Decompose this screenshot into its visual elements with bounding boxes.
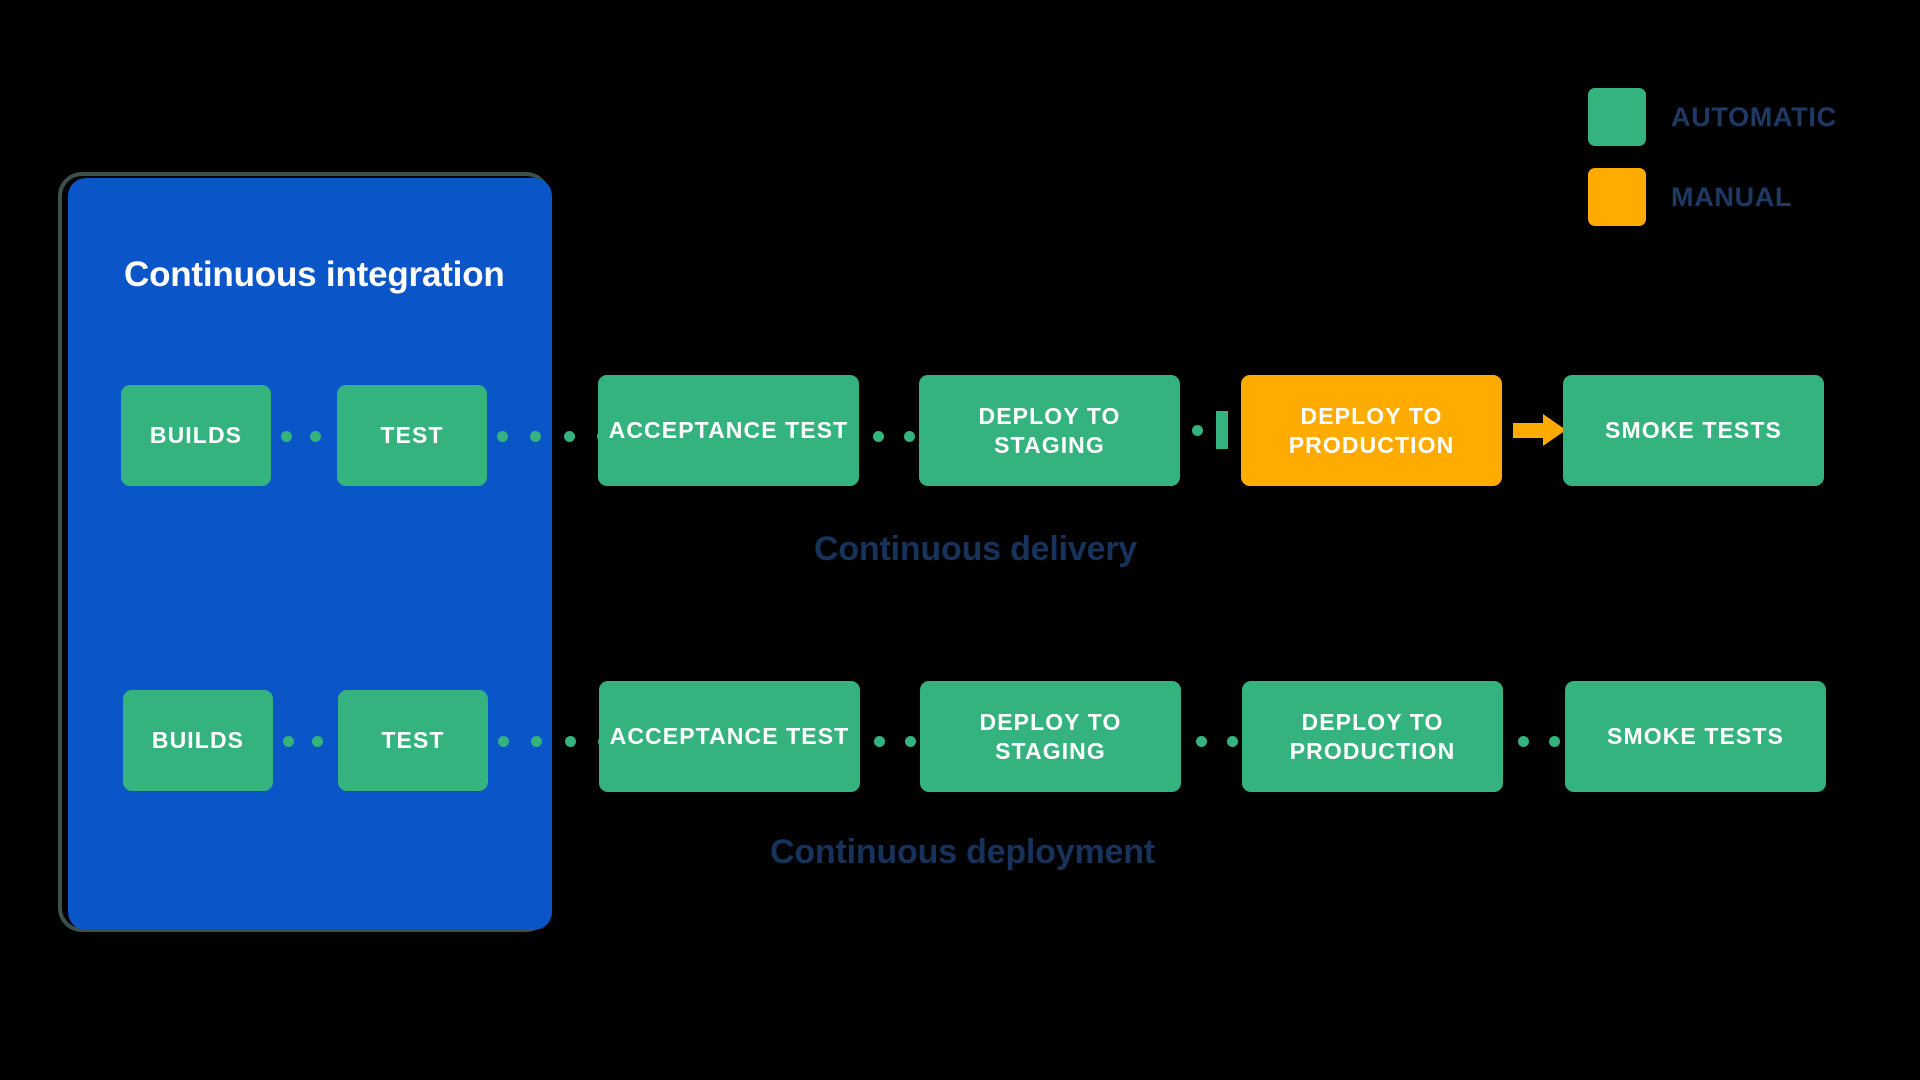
legend-label-automatic: AUTOMATIC	[1671, 101, 1837, 132]
legend-item-automatic: AUTOMATIC	[1588, 88, 1888, 146]
stage-deploy-to-production-deployment[interactable]: DEPLOY TO PRODUCTION	[1242, 681, 1503, 792]
caption-continuous-deployment: Continuous deployment	[770, 833, 1155, 871]
manual-gate-marker-delivery	[1192, 410, 1228, 450]
stage-acceptance-test-delivery[interactable]: ACCEPTANCE TEST	[598, 375, 859, 486]
square-swatch-icon-manual	[1588, 168, 1646, 226]
stage-builds-deployment[interactable]: BUILDS	[123, 690, 273, 791]
continuous-integration-panel	[68, 178, 552, 930]
dot-icon	[1226, 735, 1238, 747]
continuous-integration-title: Continuous integration	[124, 255, 505, 294]
stage-acceptance-test-deployment[interactable]: ACCEPTANCE TEST	[599, 681, 860, 792]
stage-deploy-to-staging-delivery[interactable]: DEPLOY TO STAGING	[919, 375, 1180, 486]
stage-smoke-tests-delivery[interactable]: SMOKE TESTS	[1563, 375, 1824, 486]
caption-continuous-delivery: Continuous delivery	[814, 530, 1138, 568]
dot-icon	[904, 735, 916, 747]
legend: AUTOMATIC MANUAL	[1588, 88, 1888, 248]
dot-icon	[1196, 735, 1207, 747]
dot-icon	[1548, 735, 1560, 747]
stage-builds-delivery[interactable]: BUILDS	[121, 385, 271, 486]
stage-deploy-to-production-delivery[interactable]: DEPLOY TO PRODUCTION	[1241, 375, 1502, 486]
dot-icon	[563, 430, 575, 442]
dot-icon	[1518, 735, 1529, 747]
dot-icon	[309, 430, 321, 442]
arrow-head	[1543, 414, 1566, 446]
legend-label-manual: MANUAL	[1671, 181, 1793, 212]
dot-icon	[874, 735, 885, 747]
stage-smoke-tests-deployment[interactable]: SMOKE TESTS	[1565, 681, 1826, 792]
arrow-right-icon-delivery	[1513, 410, 1566, 450]
dot-icon	[530, 430, 542, 442]
dot-icon	[564, 735, 576, 747]
dot-icon	[873, 430, 884, 442]
dot-icon	[531, 735, 543, 747]
gate-bar-icon	[1216, 411, 1228, 449]
stage-deploy-to-staging-deployment[interactable]: DEPLOY TO STAGING	[920, 681, 1181, 792]
dot-icon	[497, 430, 508, 442]
stage-test-delivery[interactable]: TEST	[337, 385, 487, 486]
dot-icon	[498, 735, 509, 747]
arrow-shaft	[1513, 422, 1543, 438]
dot-icon	[311, 735, 323, 747]
stage-test-deployment[interactable]: TEST	[338, 690, 488, 791]
dot-icon	[1192, 424, 1203, 436]
dot-icon	[903, 430, 915, 442]
dot-icon	[283, 735, 294, 747]
legend-item-manual: MANUAL	[1588, 168, 1888, 226]
dot-icon	[281, 430, 292, 442]
square-swatch-icon-automatic	[1588, 88, 1646, 146]
